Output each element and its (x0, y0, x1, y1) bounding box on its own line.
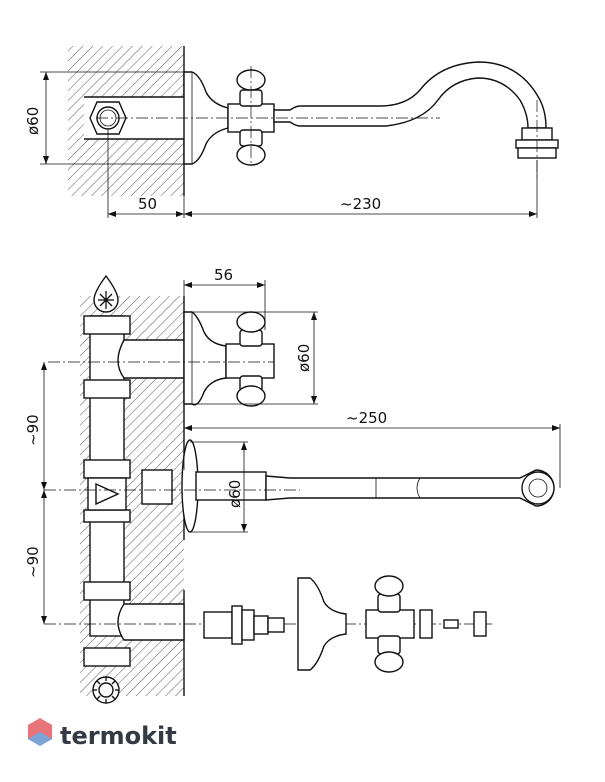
screw-part (443, 619, 459, 629)
dim-side-diameter: ø60 (295, 344, 313, 372)
dim-spout-length: ~250 (346, 409, 387, 427)
spout-top-view (273, 61, 547, 129)
handle-exploded (365, 575, 415, 673)
top-view: ø60 50 ~230 (24, 46, 559, 218)
dim-wall-depth: 50 (138, 195, 157, 213)
spout-front-view (265, 469, 555, 507)
dim-top-diameter: ø60 (24, 107, 42, 135)
brand-name: termokit (60, 722, 177, 750)
ring-part (419, 609, 433, 639)
brand-logo: termokit (28, 718, 177, 750)
cap-part (473, 611, 487, 637)
flange-exploded (297, 577, 347, 671)
dim-spout-length-top: ~230 (340, 195, 381, 213)
sun-icon (92, 676, 120, 704)
cartridge (203, 605, 285, 645)
dim-spacing-lower: ~90 (24, 546, 42, 578)
snowflake-icon (93, 274, 119, 313)
dim-spacing-upper: ~90 (24, 414, 42, 446)
front-view: 56 ø60 ~250 ø60 ~90 ~90 (24, 266, 561, 704)
flange-side (183, 311, 227, 406)
dim-flange-depth: 56 (214, 266, 233, 284)
dim-spout-diameter: ø60 (226, 480, 244, 508)
